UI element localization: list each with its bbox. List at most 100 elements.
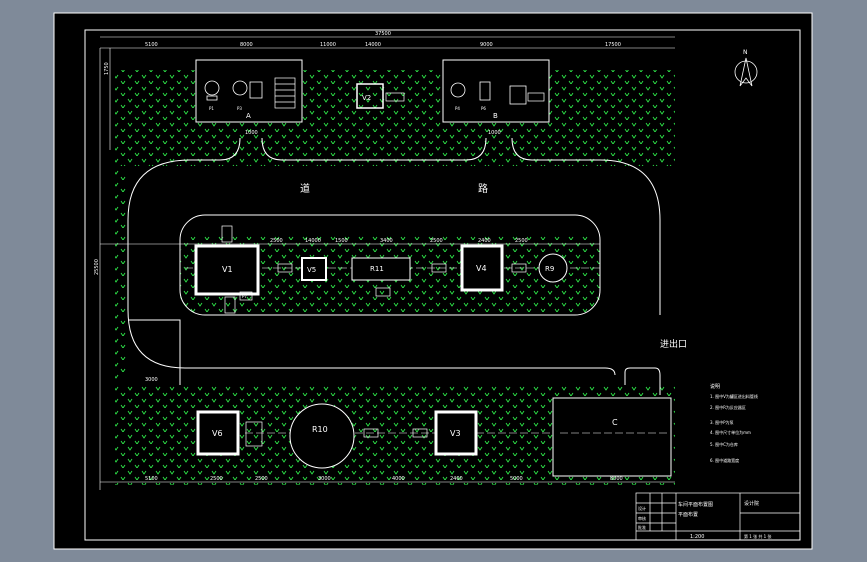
titleblock-role: 审核 <box>638 515 646 521</box>
dim-top-label: 5100 <box>145 42 158 48</box>
notes-item: 1. 图中V为罐区进出料管线 <box>710 393 758 399</box>
reactor-r10 <box>289 403 355 469</box>
notes-item: 6. 图中道路宽度 <box>710 457 739 463</box>
tank-v5-label: V5 <box>307 266 316 274</box>
tank-v2-label: V2 <box>362 94 371 102</box>
entrance-gap <box>624 367 661 395</box>
pump-p7-icon <box>239 291 253 301</box>
dim-mid-label: 3400 <box>380 238 393 244</box>
dim-top-label: 14000 <box>365 42 381 48</box>
tank-v6 <box>196 410 240 456</box>
reactor-r11 <box>351 257 411 281</box>
road-outer-edge <box>127 137 616 376</box>
valve-v6-icon <box>245 421 263 447</box>
dim-top-labels: 5100 8000 11000 14000 9000 17500 <box>145 42 621 48</box>
outer-border <box>53 12 813 550</box>
block-a-label: A <box>246 112 251 120</box>
titleblock-drawing-title: 车间平面布置图 <box>678 501 713 508</box>
dim-bottom-label: 4000 <box>392 476 405 482</box>
tank-v6-label: V6 <box>212 429 223 438</box>
pump-p4-icon <box>450 82 466 98</box>
green-area-left <box>115 170 127 380</box>
dim-side-a: 1000 <box>245 130 258 136</box>
dim-bottom-label: 3000 <box>318 476 331 482</box>
tank-v5 <box>301 257 327 281</box>
dim-left-a: 1750 <box>104 62 110 75</box>
dim-mid-label: 14000 <box>305 238 321 244</box>
reactor-r10-label: R10 <box>312 425 328 434</box>
pump-p6-icon <box>479 81 527 105</box>
dim-side-c: 3000 <box>145 377 158 383</box>
equip-p3-label: P3 <box>237 106 242 111</box>
notes-item: 4. 图中尺寸单位为mm <box>710 429 751 435</box>
road-right-edge <box>511 137 661 315</box>
entrance-label: 进出口 <box>660 338 687 350</box>
tank-ladder-icon <box>274 77 296 109</box>
dim-mid-label: 2500 <box>270 238 283 244</box>
block-a <box>195 59 303 123</box>
notes-item: 3. 图中P为泵 <box>710 419 734 425</box>
reactor-r11-label: R11 <box>370 265 384 273</box>
road-label-1: 道 <box>300 182 310 195</box>
block-c-label: C <box>612 418 618 427</box>
titleblock-role: 批准 <box>638 524 646 530</box>
dim-left-b: 25500 <box>94 259 100 275</box>
north-arrow-icon <box>734 57 758 87</box>
valve-r11-icon <box>375 287 391 297</box>
road-link <box>261 137 487 161</box>
inner-border <box>84 29 801 541</box>
tank-v4 <box>460 244 504 292</box>
title-block <box>635 492 801 541</box>
reactor-r9 <box>538 253 568 283</box>
dim-side-b: 1000 <box>488 130 501 136</box>
dim-mid-label: 2500 <box>430 238 443 244</box>
pump-p1-icon <box>204 80 220 101</box>
dim-bottom-labels: 5100 2500 2500 3000 4000 2400 5000 8000 <box>145 476 623 482</box>
dim-top-label: 9000 <box>480 42 493 48</box>
notes-item: 2. 图中R为反应器区 <box>710 404 746 410</box>
pump-p3-icon <box>232 80 263 99</box>
tank-v1 <box>194 244 260 296</box>
titleblock-company: 设计院 <box>744 500 759 507</box>
road-label-2: 路 <box>478 182 488 195</box>
dim-mid-labels: 2500 14000 1500 3400 2500 2400 2500 <box>270 238 528 244</box>
valve-v3-icon <box>412 428 428 438</box>
equip-p1-label: P1 <box>209 106 214 111</box>
titleblock-subtitle: 平面布置 <box>678 511 698 518</box>
valve-b-icon <box>527 92 545 102</box>
tank-v1-label: V1 <box>222 265 233 274</box>
road-island <box>179 214 601 316</box>
dim-bottom-label: 2500 <box>210 476 223 482</box>
equip-p6-label: P6 <box>481 106 486 111</box>
dim-bottom-label: 2500 <box>255 476 268 482</box>
valve-mid-2-icon <box>431 263 447 273</box>
valve-mid-1-icon <box>277 263 293 273</box>
compass-north-label: N <box>743 49 748 56</box>
dim-mid-label: 2400 <box>478 238 491 244</box>
dim-overall: 37500 <box>375 31 391 37</box>
dim-bottom-label: 5100 <box>145 476 158 482</box>
road-lower-edge <box>128 319 181 385</box>
tank-v4-label: V4 <box>476 264 487 273</box>
tank-v3-label: V3 <box>450 429 461 438</box>
tank-v3 <box>434 410 478 456</box>
dim-mid-label: 2500 <box>515 238 528 244</box>
valve-r10-icon <box>363 428 379 438</box>
titleblock-scale: 1:200 <box>690 534 704 540</box>
valve-v1-top-icon <box>221 225 233 243</box>
dim-top-label: 11000 <box>320 42 336 48</box>
dim-top-label: 8000 <box>240 42 253 48</box>
dim-mid-label: 1500 <box>335 238 348 244</box>
dim-bottom-label: 5000 <box>510 476 523 482</box>
valve-v2-icon <box>385 92 405 102</box>
block-c <box>552 397 672 477</box>
dimension-lines <box>99 36 675 490</box>
reactor-r9-label: R9 <box>545 265 554 273</box>
notes-item: 5. 图中C为仓库 <box>710 441 738 447</box>
tank-v2 <box>356 83 384 109</box>
valve-v1-bottom-icon <box>224 296 236 314</box>
equip-p7-label: P7 <box>242 294 247 299</box>
dim-bottom-label: 8000 <box>610 476 623 482</box>
dim-top-label: 17500 <box>605 42 621 48</box>
